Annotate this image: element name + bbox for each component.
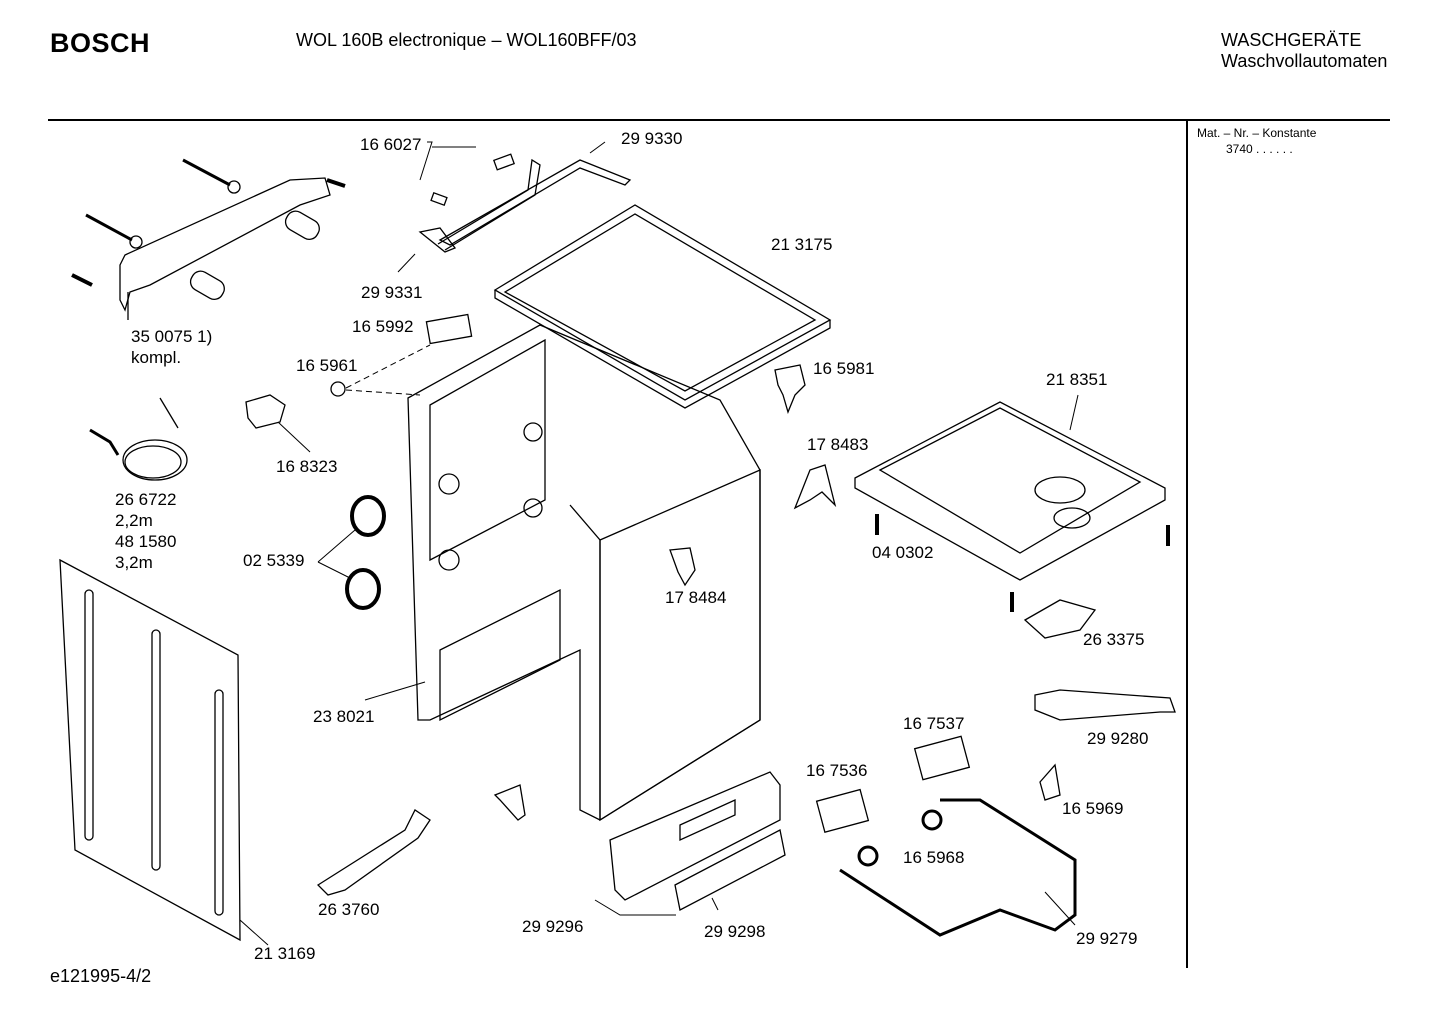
part-label-238021: 23 8021 xyxy=(313,707,375,726)
part-178484-drawing xyxy=(669,547,696,587)
detergent-drawer-drawing xyxy=(594,771,786,916)
part-label-263375: 26 3375 xyxy=(1083,630,1145,649)
part-label-481580: 48 1580 xyxy=(115,532,177,551)
screws-drawing xyxy=(875,514,1170,612)
part-167537-drawing xyxy=(913,735,971,781)
part-label-178483: 17 8483 xyxy=(807,435,869,454)
part-label-299330: 29 9330 xyxy=(621,129,683,148)
bracket-assembly-drawing xyxy=(71,158,346,320)
part-label-218351: 21 8351 xyxy=(1046,370,1108,389)
part-label-299296: 29 9296 xyxy=(522,917,584,936)
back-panel-drawing xyxy=(59,558,269,946)
part-label-040302: 04 0302 xyxy=(872,543,934,562)
part-label-213175: 21 3175 xyxy=(771,235,833,254)
part-label-178484: 17 8484 xyxy=(665,588,727,607)
rail-parts-drawing xyxy=(397,141,632,273)
part-label-266722: 26 6722 xyxy=(115,490,177,509)
category-title: WASCHGERÄTE xyxy=(1221,30,1362,50)
part-165992-drawing xyxy=(425,313,473,345)
part-165968b-drawing xyxy=(857,845,879,867)
part-165969-drawing xyxy=(1039,763,1061,801)
part-label-481580-length: 3,2m xyxy=(115,553,153,572)
part-299280-drawing xyxy=(1034,689,1176,721)
part-263375-drawing xyxy=(1023,599,1097,639)
part-label-165992: 16 5992 xyxy=(352,317,414,336)
category-subtitle: Waschvollautomaten xyxy=(1221,51,1388,71)
part-label-165981: 16 5981 xyxy=(813,359,875,378)
part-label-025339: 02 5339 xyxy=(243,551,305,570)
part-label-299280: 29 9280 xyxy=(1087,729,1149,748)
drawing-code: e121995-4/2 xyxy=(50,966,152,986)
seal-lower-drawing xyxy=(345,568,381,610)
part-label-350075: 35 0075 1) xyxy=(131,327,213,346)
small-bracket-drawing xyxy=(493,784,526,821)
part-label-266722-length: 2,2m xyxy=(115,511,153,530)
part-label-299298: 29 9298 xyxy=(704,922,766,941)
seal-upper-drawing xyxy=(350,495,386,537)
part-165968a-drawing xyxy=(921,809,943,831)
part-label-213169: 21 3169 xyxy=(254,944,316,963)
part-178483-drawing xyxy=(793,464,837,510)
wrench-drawing xyxy=(316,809,431,896)
heater-drawing xyxy=(839,798,1077,937)
header-divider xyxy=(48,119,1390,121)
part-label-165961: 16 5961 xyxy=(296,356,358,375)
part-165961-drawing xyxy=(330,381,346,397)
cabinet-drawing xyxy=(364,324,761,822)
part-167536-drawing xyxy=(815,788,870,833)
part-label-350075-kompl: kompl. xyxy=(131,348,182,367)
part-label-299279: 29 9279 xyxy=(1076,929,1138,948)
material-number-label: Mat. – Nr. – Konstante xyxy=(1197,126,1317,140)
part-label-167536: 16 7536 xyxy=(806,761,868,780)
material-number-value: 3740 . . . . . . xyxy=(1226,142,1293,156)
part-label-263760: 26 3760 xyxy=(318,900,380,919)
part-label-166027: 16 6027 xyxy=(360,135,422,154)
power-cable-drawing xyxy=(89,397,188,481)
model-title: WOL 160B electronique – WOL160BFF/03 xyxy=(296,30,637,50)
part-168323-drawing xyxy=(245,394,286,429)
part-label-167537: 16 7537 xyxy=(903,714,965,733)
part-label-168323: 16 8323 xyxy=(276,457,338,476)
part-165981-drawing xyxy=(774,364,806,414)
lid-drawing xyxy=(493,204,832,409)
base-frame-drawing xyxy=(854,394,1166,581)
part-label-299331: 29 9331 xyxy=(361,283,423,302)
part-label-165968: 16 5968 xyxy=(903,848,965,867)
sidebar-divider xyxy=(1186,120,1188,968)
brand-logo: BOSCH xyxy=(50,28,151,58)
part-label-165969: 16 5969 xyxy=(1062,799,1124,818)
